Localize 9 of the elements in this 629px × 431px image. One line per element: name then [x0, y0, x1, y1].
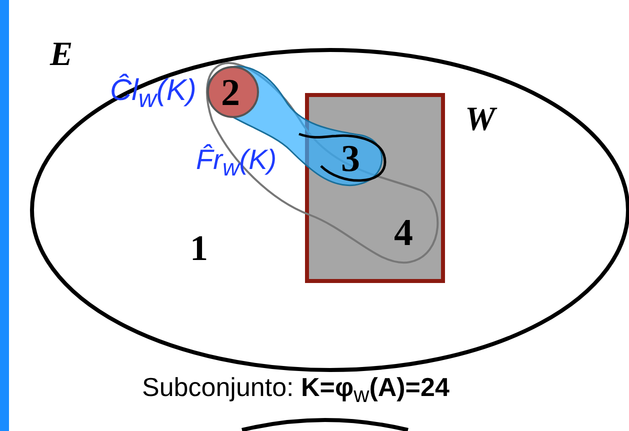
set-label: F̂r$_{w}$(K): [196, 146, 277, 180]
region-number: 1: [190, 230, 208, 266]
region-number: 3: [341, 140, 360, 178]
set-name: W: [465, 103, 496, 137]
caption: Subconjunto: K=φ$_{w}$(A)=24: [142, 374, 450, 406]
set-name: E: [50, 38, 73, 72]
region-circle: [206, 65, 260, 119]
region-number: 4: [394, 214, 413, 252]
region-number: 2: [221, 74, 240, 112]
